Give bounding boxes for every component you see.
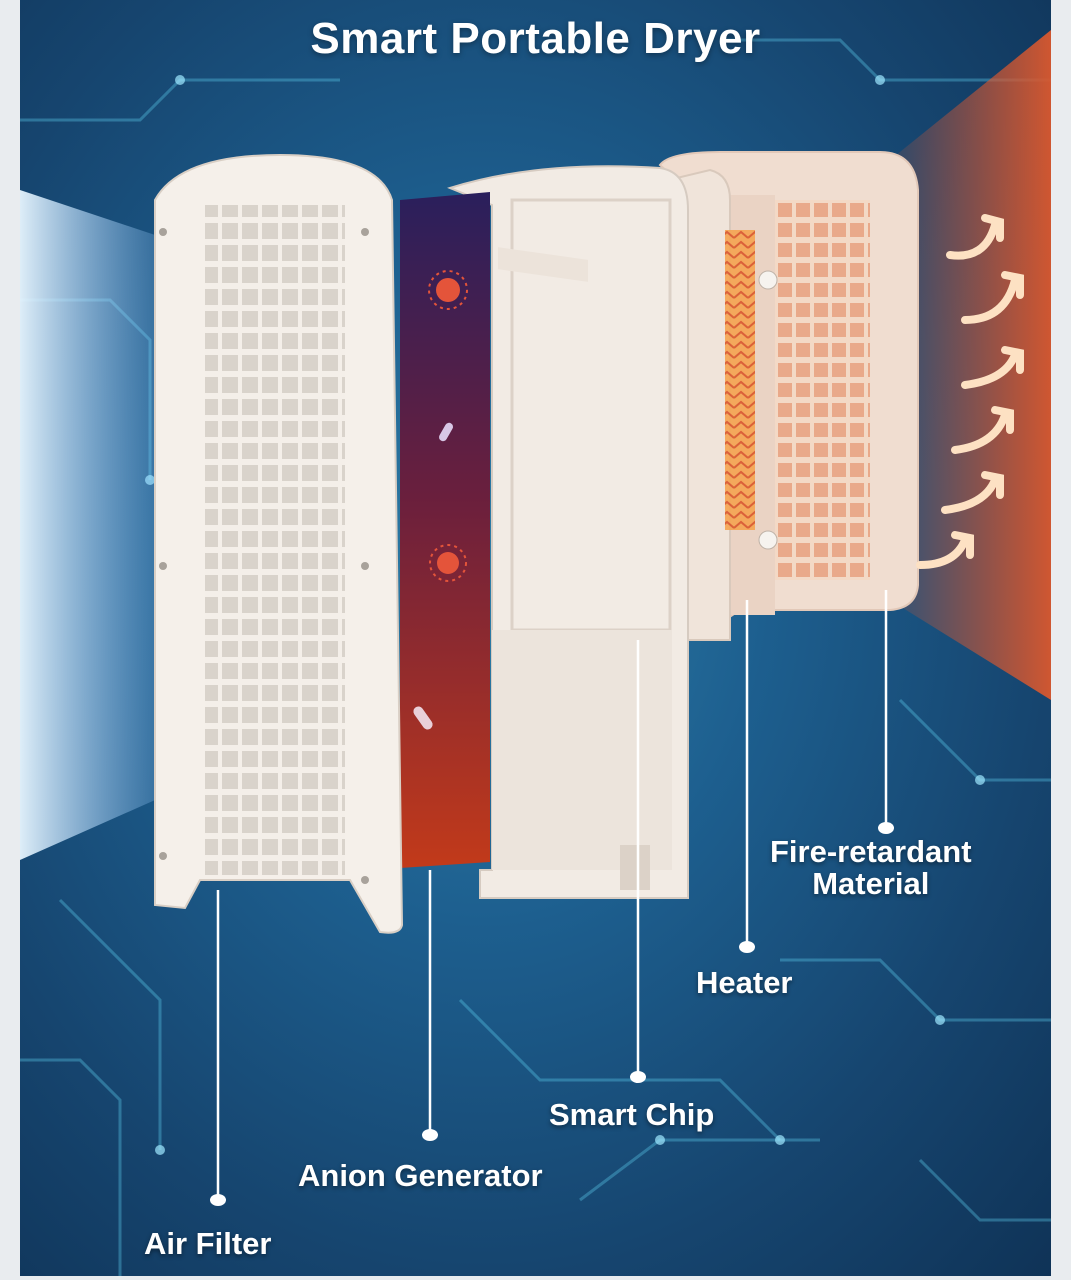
label-line: Material	[812, 866, 930, 901]
label-smart-chip: Smart Chip	[549, 1097, 715, 1132]
anion-generator-plate	[400, 192, 490, 868]
hot-air-arrow-icon	[916, 214, 1024, 569]
label-heater: Heater	[696, 965, 793, 1000]
label-line: Fire-retardant	[770, 834, 972, 869]
label-anion-generator: Anion Generator	[298, 1158, 543, 1193]
bacteria-icon	[428, 270, 468, 310]
virus-icon	[439, 422, 453, 442]
leader-dots	[210, 822, 894, 1206]
hot-air-outflow	[890, 30, 1051, 700]
bacteria-icon	[429, 544, 467, 582]
air-filter-cover	[154, 153, 404, 934]
label-fire-retardant-material: Fire-retardant Material	[770, 836, 972, 900]
page-title: Smart Portable Dryer	[310, 14, 761, 63]
air-filter-grille	[205, 205, 345, 875]
label-air-filter: Air Filter	[144, 1226, 272, 1261]
product-diagram: Smart Portable Dryer Air Filter Anion Ge…	[20, 0, 1051, 1276]
middle-frame	[447, 165, 689, 899]
dryer-exploded-view	[20, 30, 1051, 1276]
virus-icon	[413, 706, 433, 730]
leader-lines	[216, 590, 888, 1198]
